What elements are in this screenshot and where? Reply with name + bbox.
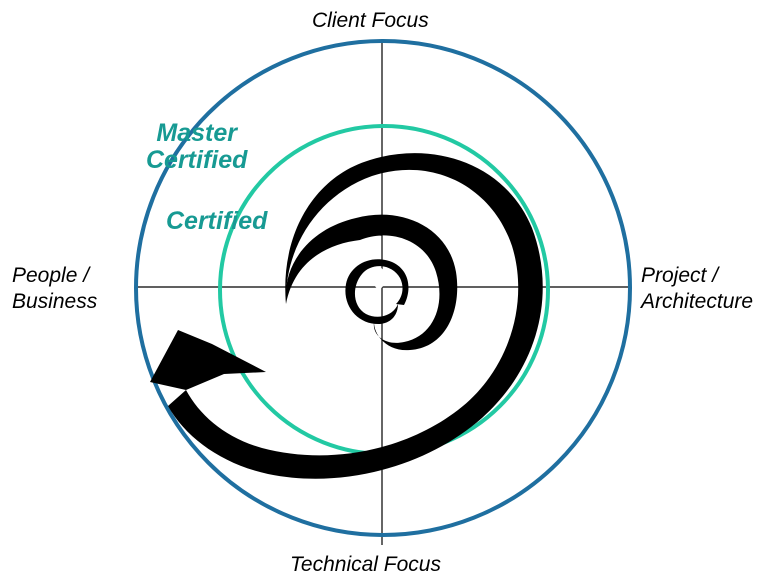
spiral-core — [373, 267, 385, 289]
technical-focus-label: Technical Focus — [290, 553, 441, 576]
master-certified-line1: Master — [156, 119, 237, 147]
growth-spiral — [150, 153, 543, 479]
master-certified-label: Master Certified — [146, 120, 247, 174]
spiral-body — [285, 214, 458, 351]
certified-label: Certified — [166, 207, 268, 235]
certified-ring — [218, 124, 550, 456]
client-focus-label: Client Focus — [312, 9, 429, 32]
spiral-arrow-head — [150, 330, 266, 390]
master-certified-line2: Certified — [146, 146, 248, 174]
spiral-outer-band — [168, 153, 543, 479]
people-business-line1: People / — [12, 264, 90, 287]
people-business-label: People / Business — [12, 263, 97, 315]
project-architecture-line2: Architecture — [641, 290, 754, 313]
master-certified-ring — [134, 39, 632, 537]
project-architecture-label: Project / Architecture — [641, 263, 753, 315]
people-business-line2: Business — [12, 290, 98, 313]
project-architecture-line1: Project / — [641, 264, 719, 287]
